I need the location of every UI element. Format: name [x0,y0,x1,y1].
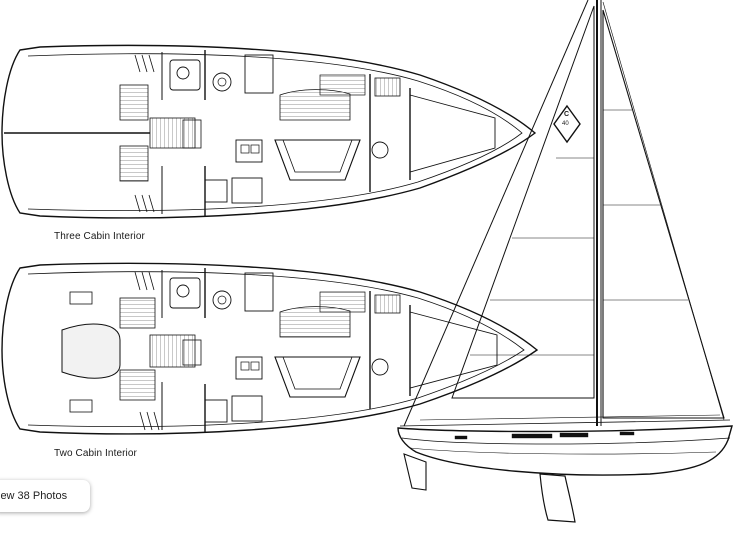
view-photos-button[interactable]: iew 38 Photos [0,480,90,512]
sail-logo-letter: C [564,111,570,118]
catalina-logo-icon [553,104,581,144]
two-cabin-plan [1,262,539,435]
three-cabin-plan [1,44,537,219]
sail-plan [397,0,733,523]
three-cabin-caption: Three Cabin Interior [54,231,145,242]
sail-logo-number: 40 [562,121,569,127]
view-photos-label: iew 38 Photos [0,490,68,502]
two-cabin-caption: Two Cabin Interior [54,448,137,459]
